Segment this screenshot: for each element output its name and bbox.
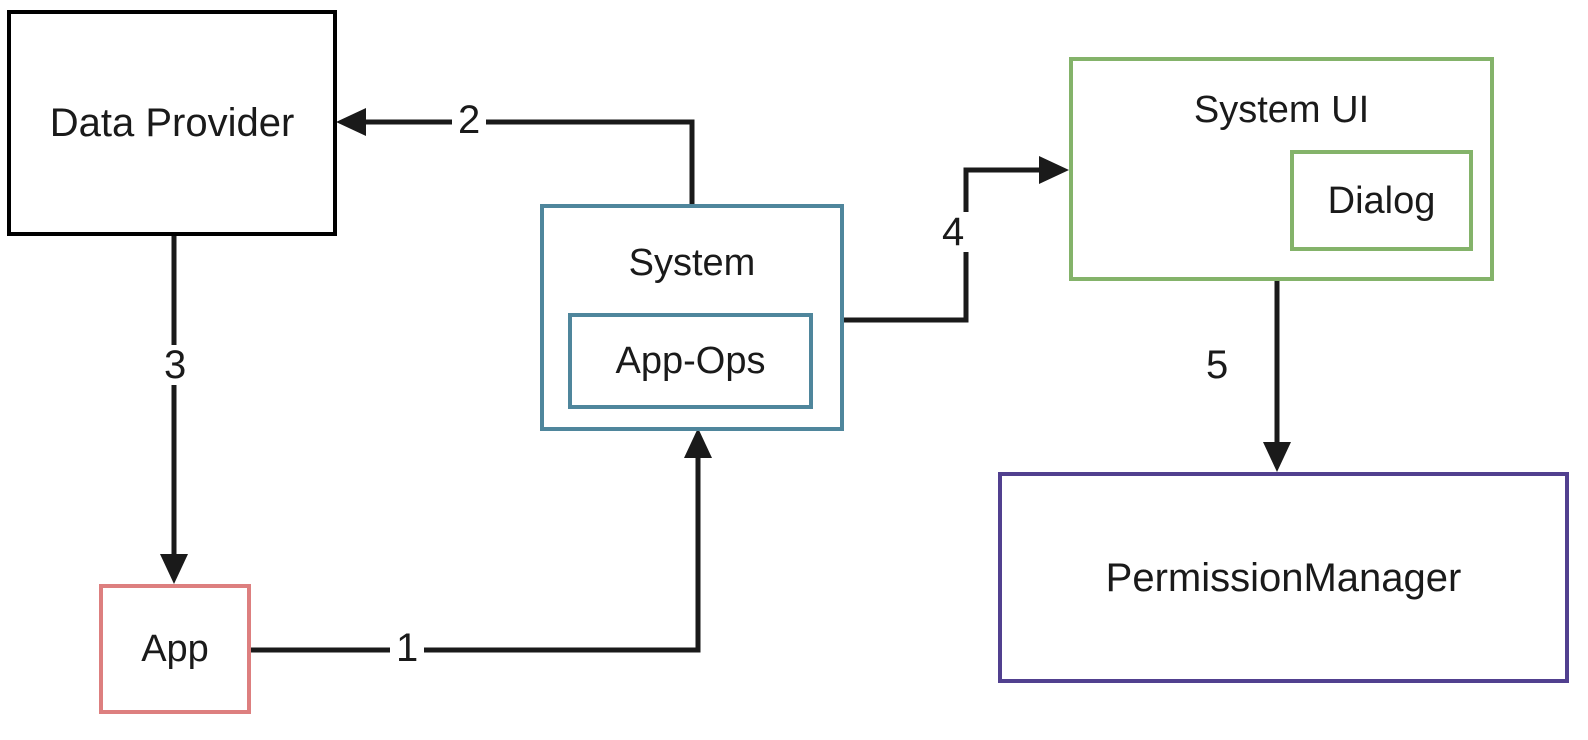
node-system-ui[interactable]: System UI [1069, 57, 1494, 281]
node-app-label: App [141, 628, 209, 670]
edge-5-arrowhead [1263, 442, 1291, 472]
node-permission-manager-label: PermissionManager [1105, 555, 1462, 600]
edge-label-5: 5 [1200, 345, 1235, 385]
node-system-label: System [628, 242, 756, 284]
edge-5 [1263, 281, 1291, 472]
node-app-ops-label: App-Ops [615, 340, 766, 382]
edge-2-arrowhead [336, 108, 366, 136]
edge-2-path [360, 119, 695, 204]
edge-3 [160, 236, 188, 584]
edge-1 [251, 428, 712, 653]
node-system[interactable]: System [540, 204, 844, 431]
edge-label-4: 4 [936, 212, 971, 252]
edge-3-arrowhead [160, 554, 188, 584]
edge-1-arrowhead [684, 428, 712, 458]
node-data-provider[interactable]: Data Provider [7, 10, 337, 236]
node-system-ui-label: System UI [1193, 89, 1370, 131]
node-permission-manager[interactable]: PermissionManager [998, 472, 1569, 683]
edge-2 [336, 108, 695, 204]
edge-1-path [251, 452, 701, 653]
node-dialog[interactable]: Dialog [1290, 150, 1473, 251]
node-app[interactable]: App [99, 584, 251, 714]
node-data-provider-label: Data Provider [49, 101, 295, 145]
node-app-ops[interactable]: App-Ops [568, 313, 813, 409]
edge-label-2: 2 [452, 100, 487, 140]
node-dialog-label: Dialog [1327, 179, 1436, 222]
edge-label-3: 3 [158, 345, 193, 385]
edge-label-1: 1 [390, 628, 425, 668]
edge-4-arrowhead [1039, 156, 1069, 184]
